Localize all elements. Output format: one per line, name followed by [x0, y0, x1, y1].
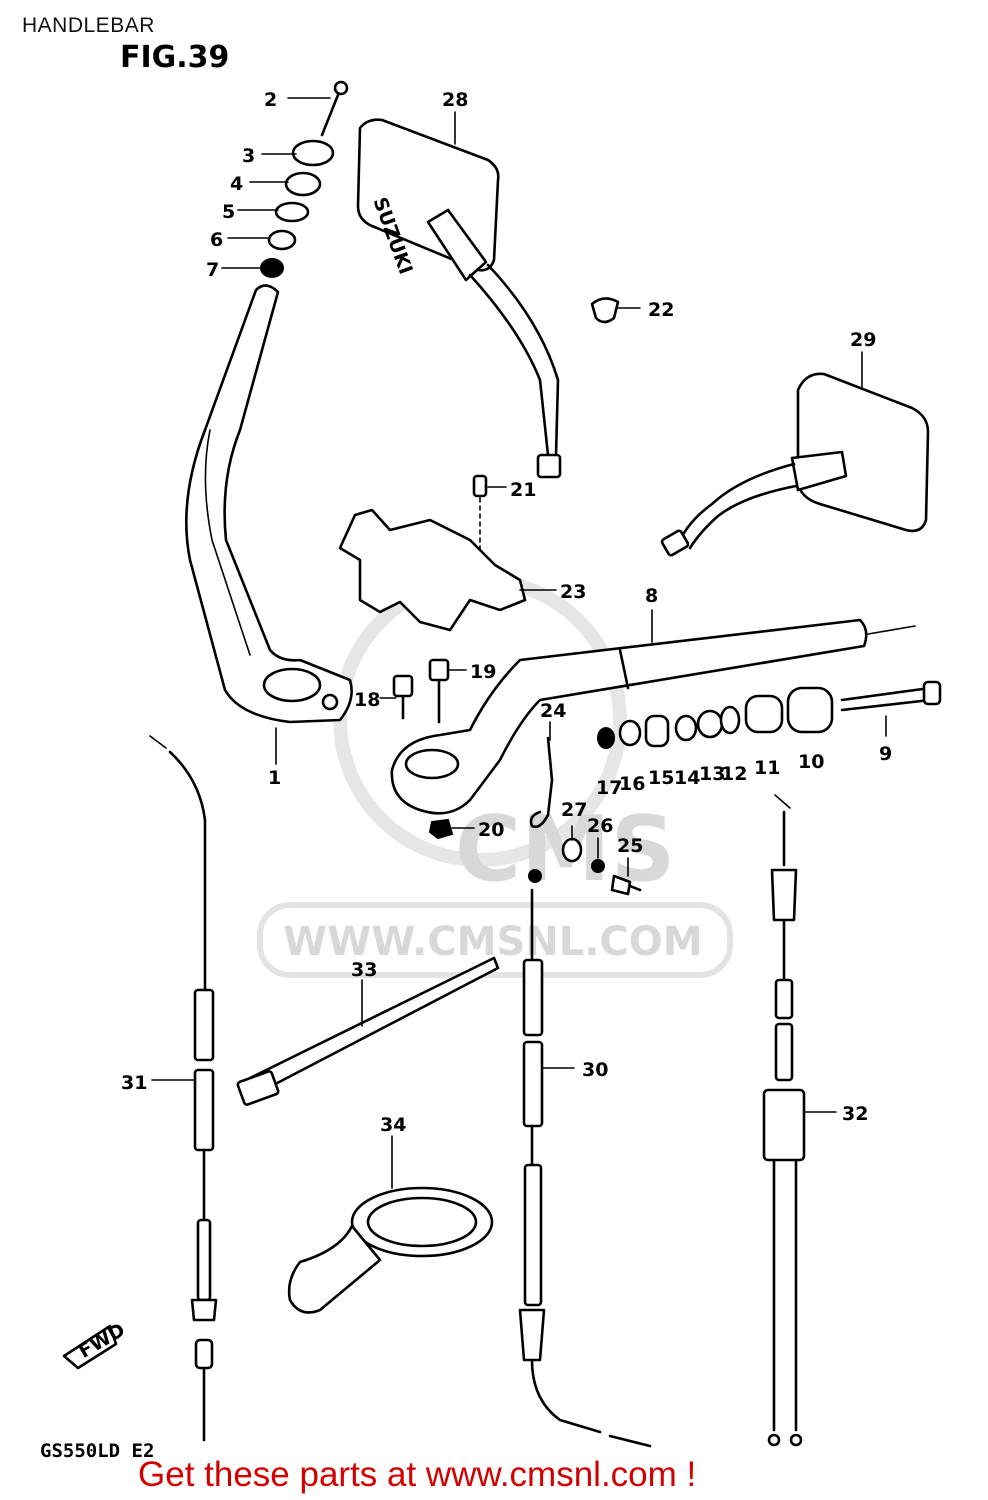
callout-10: 10 — [798, 751, 824, 773]
callout-8: 8 — [645, 585, 658, 607]
callout-1: 1 — [268, 767, 281, 789]
bolt-part-18 — [392, 674, 414, 720]
callout-3: 3 — [242, 145, 255, 167]
callout-20: 20 — [478, 819, 504, 841]
callout-6: 6 — [210, 229, 223, 251]
handlebar-top-bolt-stack — [260, 80, 349, 278]
callout-33: 33 — [351, 959, 377, 981]
cable-part-31 — [149, 735, 218, 1442]
callout-27: 27 — [561, 799, 587, 821]
callout-5: 5 — [222, 201, 235, 223]
cap-part-22 — [590, 297, 620, 324]
callout-16: 16 — [619, 773, 645, 795]
buy-parts-link[interactable]: Get these parts at www.cmsnl.com ! — [138, 1455, 697, 1494]
callout-34: 34 — [380, 1114, 406, 1136]
throttle-holder-part-34 — [287, 1186, 494, 1314]
model-code-label: GS550LD E2 — [40, 1440, 155, 1462]
callout-12: 12 — [721, 763, 747, 785]
callout-2: 2 — [264, 89, 277, 111]
top-cover-part-23 — [338, 508, 527, 632]
callout-30: 30 — [582, 1059, 608, 1081]
callout-14: 14 — [674, 767, 700, 789]
callout-23: 23 — [560, 581, 586, 603]
forward-direction-arrow: FWD — [62, 1319, 129, 1370]
callout-leaders — [151, 97, 887, 1189]
callout-19: 19 — [470, 661, 496, 683]
spring-part-24 — [529, 736, 554, 829]
callout-22: 22 — [648, 299, 674, 321]
callout-15: 15 — [648, 767, 674, 789]
callout-24: 24 — [540, 700, 566, 722]
bar-end-stack — [597, 680, 942, 749]
callout-11: 11 — [754, 757, 780, 779]
callout-29: 29 — [850, 329, 876, 351]
callout-13: 13 — [699, 763, 725, 785]
bolt-part-19 — [428, 658, 450, 724]
callout-17: 17 — [596, 777, 622, 799]
right-mirror-part-29 — [660, 372, 930, 557]
callout-31: 31 — [121, 1072, 147, 1094]
left-mirror-part-28: SUZUKI — [356, 118, 562, 479]
figure-number: FIG.39 — [120, 40, 230, 75]
strap-part-33 — [236, 956, 500, 1106]
cable-part-30 — [518, 869, 652, 1448]
right-handlebar-part-8 — [390, 618, 916, 815]
callout-21: 21 — [510, 479, 536, 501]
callout-9: 9 — [879, 743, 892, 765]
fwd-arrow-label: FWD — [75, 1319, 129, 1363]
callout-18: 18 — [354, 689, 380, 711]
callout-25: 25 — [617, 835, 643, 857]
page-header-title: HANDLEBAR — [22, 14, 155, 37]
nut-part-26 — [591, 859, 605, 873]
cable-part-32 — [762, 794, 806, 1447]
washer-part-27 — [561, 837, 583, 863]
screw-part-25 — [610, 874, 642, 896]
callout-7: 7 — [206, 259, 219, 281]
nut-part-20 — [428, 818, 454, 840]
callout-26: 26 — [587, 815, 613, 837]
callout-28: 28 — [442, 89, 468, 111]
callout-labels: 2 3 4 5 6 7 28 22 29 21 23 8 19 18 24 9 … — [121, 89, 892, 1136]
left-handlebar-part-1 — [185, 284, 353, 724]
callout-32: 32 — [842, 1103, 868, 1125]
callout-4: 4 — [230, 173, 243, 195]
